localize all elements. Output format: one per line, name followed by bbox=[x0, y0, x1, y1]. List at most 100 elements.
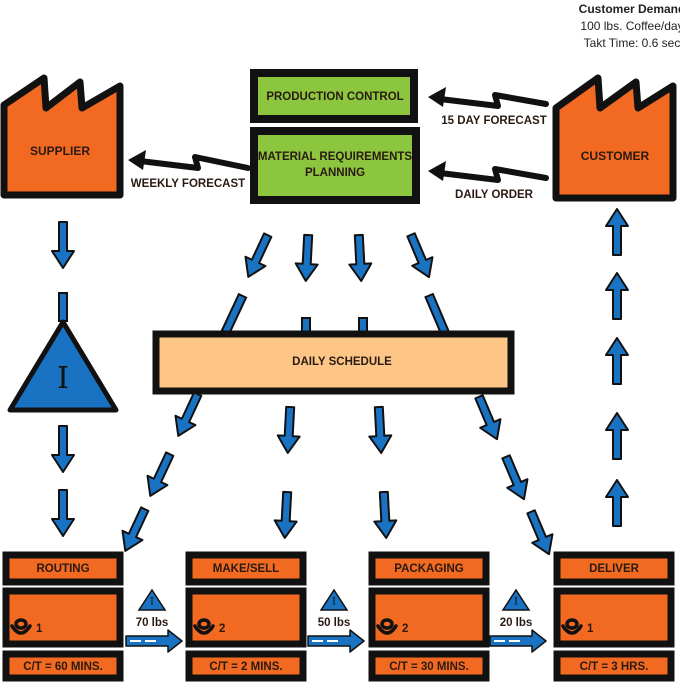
customer-factory: CUSTOMER bbox=[552, 74, 677, 202]
production-control-box: PRODUCTION CONTROL bbox=[250, 69, 418, 123]
info-arrow-icon bbox=[275, 405, 303, 455]
info-arrow-icon bbox=[399, 229, 441, 283]
process-inventories: I 70 lbs I 50 lbs I 20 lbs bbox=[125, 588, 547, 653]
info-arrow-icon bbox=[293, 233, 321, 283]
fifteen-day-forecast-label: 15 DAY FORECAST bbox=[441, 115, 546, 127]
electronic-arrow-icon bbox=[437, 166, 549, 183]
mrp-label-line2: PLANNING bbox=[305, 167, 365, 179]
fifteen-day-forecast-flow: 15 DAY FORECAST bbox=[428, 87, 549, 127]
process-data-box bbox=[2, 587, 124, 648]
customer-demand-quantity: 100 lbs. Coffee/day bbox=[580, 19, 680, 33]
process-title-box bbox=[185, 551, 307, 586]
inventory-triangle-icon bbox=[7, 319, 119, 413]
push-arrow-icon bbox=[489, 629, 547, 653]
info-arrow-icon bbox=[272, 490, 300, 540]
process-title-box bbox=[368, 551, 490, 586]
mrp-to-schedule-arrows bbox=[220, 229, 450, 337]
cycle-time: C/T = 2 MINS. bbox=[209, 661, 282, 673]
mrp-label-line1: MATERIAL REQUIREMENTS bbox=[258, 151, 413, 163]
customer-label: CUSTOMER bbox=[581, 149, 650, 163]
info-arrow-icon bbox=[366, 405, 394, 455]
supplier-material-flow: I bbox=[7, 221, 119, 537]
push-arrow-icon bbox=[605, 272, 629, 320]
push-arrow-icon bbox=[125, 629, 183, 653]
info-arrow-icon bbox=[371, 490, 399, 540]
supplier-factory-icon bbox=[0, 74, 124, 199]
customer-demand-title: Customer Demand bbox=[579, 2, 680, 16]
cycle-time: C/T = 3 HRS. bbox=[580, 661, 649, 673]
process-data-box bbox=[368, 587, 490, 648]
process-deliver: DELIVER 1C/T = 3 HRS. bbox=[553, 551, 675, 682]
info-arrow-icon bbox=[167, 388, 209, 442]
schedule-to-process-arrows bbox=[114, 388, 561, 560]
info-arrow-icon bbox=[114, 503, 156, 557]
process-name: PACKAGING bbox=[394, 563, 463, 575]
process-make-sell: MAKE/SELL 2C/T = 2 MINS. bbox=[185, 551, 307, 682]
inventory-triangle-icon bbox=[501, 588, 531, 611]
customer-demand: Customer Demand 100 lbs. Coffee/day Takt… bbox=[579, 2, 680, 50]
process-name: ROUTING bbox=[36, 563, 89, 575]
inventory-amount: 20 lbs bbox=[500, 617, 533, 629]
inventory-symbol: I bbox=[514, 597, 518, 608]
shipment-flow-to-customer bbox=[605, 208, 629, 527]
supplier-label: SUPPLIER bbox=[30, 144, 90, 158]
process-boxes: ROUTING 1C/T = 60 MINS. MAKE/SELL 2C/T = 2 … bbox=[2, 551, 675, 682]
push-arrow-icon bbox=[605, 208, 629, 256]
cycle-time: C/T = 60 MINS. bbox=[23, 661, 103, 673]
takt-time: Takt Time: 0.6 sec bbox=[584, 36, 680, 50]
cycle-time-box bbox=[553, 650, 675, 682]
inventory-amount: 70 lbs bbox=[136, 617, 169, 629]
weekly-forecast-flow: WEEKLY FORECAST bbox=[128, 150, 251, 190]
inventory-amount: 50 lbs bbox=[318, 617, 351, 629]
inventory-3: I 20 lbs bbox=[489, 588, 547, 653]
inventory-symbol: I bbox=[150, 597, 154, 608]
daily-schedule-label: DAILY SCHEDULE bbox=[292, 356, 392, 368]
production-control-label: PRODUCTION CONTROL bbox=[266, 91, 403, 103]
operator-count: 2 bbox=[402, 623, 408, 635]
push-arrow-icon bbox=[51, 425, 75, 473]
inventory-triangle-icon bbox=[137, 588, 167, 611]
weekly-forecast-label: WEEKLY FORECAST bbox=[131, 178, 245, 190]
push-arrow-icon bbox=[51, 489, 75, 537]
inventory-symbol: I bbox=[57, 361, 69, 396]
info-arrow-icon bbox=[494, 451, 536, 505]
inventory-2: I 50 lbs bbox=[307, 588, 365, 653]
daily-schedule-box: DAILY SCHEDULE bbox=[152, 330, 515, 395]
daily-order-label: DAILY ORDER bbox=[455, 189, 534, 201]
cycle-time-box bbox=[2, 650, 124, 682]
electronic-arrow-icon bbox=[437, 92, 549, 109]
info-arrow-icon bbox=[346, 233, 374, 283]
process-name: DELIVER bbox=[589, 563, 640, 575]
supplier-factory: SUPPLIER bbox=[0, 74, 124, 199]
inventory-triangle-icon bbox=[319, 588, 349, 611]
operator-count: 1 bbox=[587, 623, 594, 635]
mrp-box: MATERIAL REQUIREMENTS PLANNING bbox=[250, 127, 420, 204]
push-arrow-icon bbox=[605, 479, 629, 527]
operator-count: 1 bbox=[36, 623, 43, 635]
inventory-symbol: I bbox=[332, 597, 336, 608]
info-arrow-icon bbox=[467, 391, 509, 445]
cycle-time-box bbox=[185, 650, 307, 682]
info-arrow-icon bbox=[237, 229, 279, 283]
process-title-box bbox=[553, 551, 675, 586]
supplier-inventory: I bbox=[7, 319, 119, 413]
push-arrow-icon bbox=[307, 629, 365, 653]
inventory-1: I 70 lbs bbox=[125, 588, 183, 653]
push-arrow-icon bbox=[51, 221, 75, 269]
customer-factory-icon bbox=[552, 74, 677, 202]
info-arrow-icon bbox=[519, 506, 561, 560]
process-routing: ROUTING 1C/T = 60 MINS. bbox=[2, 551, 124, 682]
process-title-box bbox=[2, 551, 124, 586]
daily-order-flow: DAILY ORDER bbox=[428, 161, 549, 201]
process-data-box bbox=[185, 587, 307, 648]
electronic-arrow-icon bbox=[137, 154, 251, 171]
process-name: MAKE/SELL bbox=[213, 563, 279, 575]
info-arrow-icon bbox=[139, 448, 181, 502]
operator-count: 2 bbox=[219, 623, 225, 635]
push-arrow-icon bbox=[605, 337, 629, 385]
process-packaging: PACKAGING 2C/T = 30 MINS. bbox=[368, 551, 490, 682]
push-arrow-icon bbox=[605, 412, 629, 460]
cycle-time: C/T = 30 MINS. bbox=[389, 661, 469, 673]
cycle-time-box bbox=[368, 650, 490, 682]
